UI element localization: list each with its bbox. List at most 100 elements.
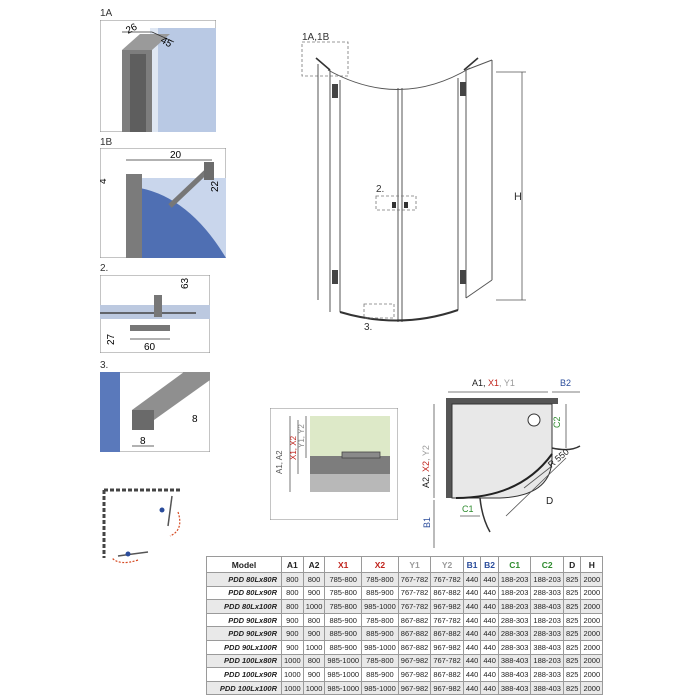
cell-a2: 800 (302, 612, 326, 628)
profile-label-x: X1, X2 (289, 435, 298, 460)
detail-1a-dim-b: 45 (159, 35, 175, 50)
cell-y2: 767-782 (430, 612, 464, 628)
cell-y1: 767-782 (397, 585, 432, 601)
plan-top-a: A1, (472, 378, 489, 388)
cell-x2: 885-900 (361, 626, 399, 641)
cell-x1: 985-1000 (324, 680, 363, 696)
cell-h: 2000 (580, 585, 604, 601)
plan-c2: C2 (552, 416, 562, 428)
cell-y1: 867-882 (397, 612, 432, 628)
cell-y1: 767-782 (397, 599, 432, 614)
detail-2-dim-b: 27 (106, 333, 117, 345)
cell-a1: 900 (281, 612, 304, 628)
detail-1b-dim-a: 20 (170, 150, 182, 161)
cell-b1: 440 (462, 680, 482, 696)
plan-side-a: A2, (421, 471, 431, 488)
cell-y1: 867-882 (397, 626, 432, 641)
cell-x2: 985-1000 (361, 680, 399, 696)
cell-d: 825 (562, 572, 582, 587)
cell-model: PDD 90Lx90R (206, 626, 282, 641)
cell-b1: 440 (462, 572, 482, 587)
cell-c1: 188-203 (497, 599, 532, 614)
cell-y2: 967-982 (430, 680, 464, 696)
plan-d: D (546, 496, 554, 507)
detail-2-dim-a: 63 (180, 277, 191, 289)
cell-x1: 985-1000 (324, 667, 363, 682)
cell-y2: 967-982 (430, 639, 464, 655)
cell-x1: 785-800 (324, 585, 363, 601)
cell-a1: 800 (281, 572, 304, 587)
cell-d: 825 (562, 680, 582, 696)
table-row: PDD 100Lx90R 1000 900 985-1000 885-900 9… (206, 667, 604, 682)
detail-1b-label: 1B (100, 137, 113, 148)
detail-3-dim-b: 8 (140, 436, 146, 447)
cell-d: 825 (562, 599, 582, 614)
table-row: PDD 80Lx80R 800 800 785-800 785-800 767-… (206, 572, 604, 587)
cell-x2: 785-800 (361, 572, 399, 587)
cell-a1: 1000 (281, 653, 304, 669)
header-y1: Y1 (397, 556, 432, 573)
shower-elevation-drawing: 1A,1B 2. 3. H (301, 32, 526, 333)
cell-h: 2000 (580, 639, 604, 655)
cell-d: 825 (562, 626, 582, 641)
cell-x1: 885-900 (324, 626, 363, 641)
cell-h: 2000 (580, 680, 604, 696)
cell-x1: 785-800 (324, 599, 363, 614)
cell-c2: 288-303 (530, 667, 564, 682)
plan-top-b2: B2 (560, 378, 572, 388)
cell-b2: 440 (480, 626, 499, 641)
cell-b2: 440 (480, 667, 499, 682)
cell-b2: 440 (480, 639, 499, 655)
cell-a1: 1000 (281, 667, 304, 682)
cell-b1: 440 (462, 626, 482, 641)
cell-d: 825 (562, 639, 582, 655)
cell-b1: 440 (462, 639, 482, 655)
cell-model: PDD 80Lx90R (206, 585, 282, 601)
callout-2: 2. (376, 184, 384, 195)
cell-x1: 985-1000 (324, 653, 363, 669)
cell-c1: 288-303 (497, 639, 532, 655)
plan-side-x: X2 (421, 460, 431, 472)
cell-model: PDD 90Lx100R (206, 639, 282, 655)
cell-y2: 967-982 (430, 599, 464, 614)
cell-x1: 885-900 (324, 612, 363, 628)
cell-y2: 867-882 (430, 626, 464, 641)
cell-a2: 1000 (302, 639, 326, 655)
cell-c1: 388-403 (497, 667, 532, 682)
cell-a2: 900 (302, 667, 326, 682)
cell-h: 2000 (580, 626, 604, 641)
cell-b1: 440 (462, 667, 482, 682)
detail-2-drawing: 63 27 60 (100, 275, 210, 353)
detail-3-dim-a: 8 (192, 414, 198, 425)
cell-c2: 388-403 (530, 639, 564, 655)
plan-b1: B1 (422, 516, 432, 528)
cell-c1: 388-403 (497, 653, 532, 669)
cell-b1: 440 (462, 653, 482, 669)
cell-c2: 188-203 (530, 653, 564, 669)
detail-3-drawing: 8 8 (100, 372, 210, 452)
cell-model: PDD 80Lx80R (206, 572, 282, 587)
table-row: PDD 90Lx100R 900 1000 885-900 985-1000 8… (206, 639, 604, 655)
cell-x2: 785-800 (361, 653, 399, 669)
cell-b2: 440 (480, 612, 499, 628)
detail-2-dim-c: 60 (144, 342, 156, 353)
table-row: PDD 100Lx100R 1000 1000 985-1000 985-100… (206, 680, 604, 696)
header-a1: A1 (281, 556, 304, 573)
cell-y1: 867-882 (397, 639, 432, 655)
callout-3: 3. (364, 322, 372, 333)
cell-a1: 800 (281, 599, 304, 614)
table-row: PDD 80Lx100R 800 1000 785-800 985-1000 7… (206, 599, 604, 614)
cell-x2: 885-900 (361, 667, 399, 682)
cell-y1: 967-982 (397, 680, 432, 696)
cell-d: 825 (562, 612, 582, 628)
cell-y1: 967-982 (397, 667, 432, 682)
shower-plan-view (433, 391, 581, 548)
cell-model: PDD 100Lx90R (206, 667, 282, 682)
header-y2: Y2 (430, 556, 464, 573)
cell-b2: 440 (480, 599, 499, 614)
cell-model: PDD 100Lx100R (206, 680, 282, 696)
detail-1a-label: 1A (100, 8, 113, 19)
cell-x1: 785-800 (324, 572, 363, 587)
cell-x2: 885-900 (361, 585, 399, 601)
cell-a2: 900 (302, 626, 326, 641)
